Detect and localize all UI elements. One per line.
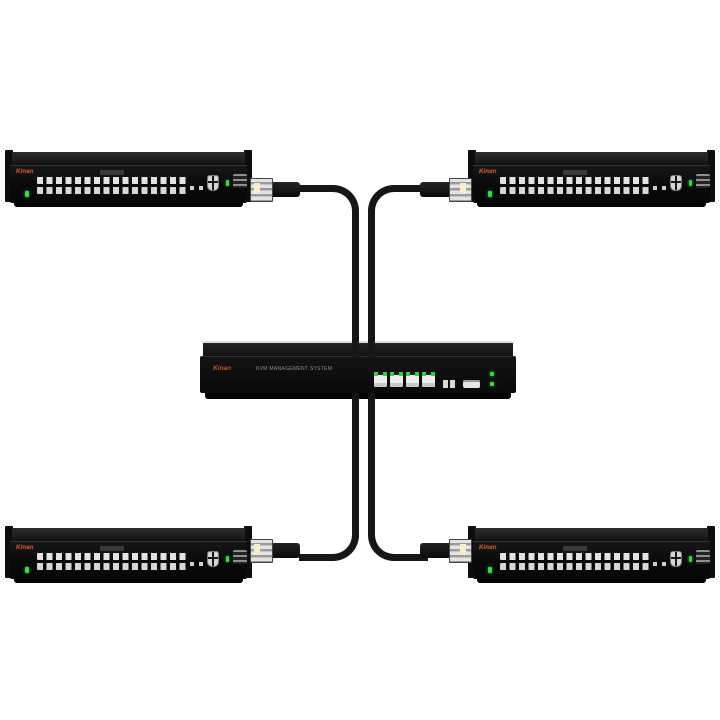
device-base [14, 203, 243, 207]
device-front-panel: Kinan [473, 541, 710, 579]
device-top-panel [12, 528, 245, 541]
link-led [490, 372, 494, 376]
connector-boot [420, 543, 452, 558]
power-led [488, 567, 492, 573]
port-row-bottom [37, 563, 189, 570]
vent-grille [696, 550, 710, 564]
lock-icon [207, 551, 219, 567]
kvm-switch-top-left: Kinan [5, 146, 252, 208]
cable-top-right [368, 185, 428, 357]
connector-contact [254, 544, 260, 555]
rack-ear-left [5, 150, 13, 202]
lock-icon [670, 551, 682, 567]
rack-ear-right [244, 150, 252, 202]
model-label [100, 546, 124, 551]
model-label [100, 170, 124, 175]
device-top-panel [475, 528, 708, 541]
rack-ear-left [468, 526, 476, 578]
usb-port [463, 380, 480, 388]
model-label [563, 170, 587, 175]
rj45-port [374, 372, 387, 387]
port-row-top [37, 177, 189, 184]
port-row-top [500, 177, 652, 184]
connector-contact [460, 544, 466, 555]
status-led [689, 556, 692, 562]
rack-ear-left [5, 526, 13, 578]
brand-logo: Kinan [16, 169, 34, 175]
port-row-top [500, 553, 652, 560]
kvm-switch-top-right: Kinan [468, 146, 715, 208]
vent-grille [233, 174, 247, 188]
brand-logo: Kinan [213, 365, 232, 372]
power-led [490, 382, 494, 386]
lock-icon [207, 175, 219, 191]
power-led [25, 191, 29, 197]
device-top-panel [475, 152, 708, 165]
panel-markings [653, 562, 666, 566]
status-led [226, 556, 229, 562]
rj45-port [406, 372, 419, 387]
port-row-bottom [500, 563, 652, 570]
power-led [25, 567, 29, 573]
panel-title: KVM MANAGEMENT SYSTEM [256, 366, 333, 372]
device-front-panel: Kinan [10, 165, 247, 203]
panel-markings [190, 562, 203, 566]
kvm-switch-bottom-right: Kinan [468, 522, 715, 584]
device-base [14, 579, 243, 583]
rj45-port [390, 372, 403, 387]
brand-logo: Kinan [479, 169, 497, 175]
lock-icon [670, 175, 682, 191]
cable-top-left [299, 185, 359, 357]
device-front-panel: Kinan [10, 541, 247, 579]
connector-boot [268, 543, 300, 558]
connector-contact [460, 183, 466, 194]
brand-logo: Kinan [16, 545, 34, 551]
port-row-bottom [500, 187, 652, 194]
rack-ear-right [707, 150, 715, 202]
brand-logo: Kinan [479, 545, 497, 551]
rack-ear-right [244, 526, 252, 578]
port-row-bottom [37, 187, 189, 194]
rack-ear-left [468, 150, 476, 202]
vent-grille [696, 174, 710, 188]
model-label [563, 546, 587, 551]
panel-markings [653, 186, 666, 190]
vent-grille [233, 550, 247, 564]
rack-ear-right [707, 526, 715, 578]
device-front-panel: Kinan KVM MANAGEMENT SYSTEM [200, 356, 516, 393]
connector-contact [254, 183, 260, 194]
port-row-top [37, 553, 189, 560]
status-led [226, 180, 229, 186]
kvm-switch-bottom-left: Kinan [5, 522, 252, 584]
device-front-panel: Kinan [473, 165, 710, 203]
device-base [477, 203, 706, 207]
dc-connector [443, 380, 455, 388]
cable-bottom-right [368, 393, 428, 561]
device-base [477, 579, 706, 583]
power-led [488, 191, 492, 197]
connector-boot [268, 182, 300, 197]
connector-boot [420, 182, 452, 197]
panel-markings [190, 186, 203, 190]
rj45-port [422, 372, 435, 387]
status-led [689, 180, 692, 186]
cable-bottom-left [299, 393, 359, 561]
device-top-panel [12, 152, 245, 165]
